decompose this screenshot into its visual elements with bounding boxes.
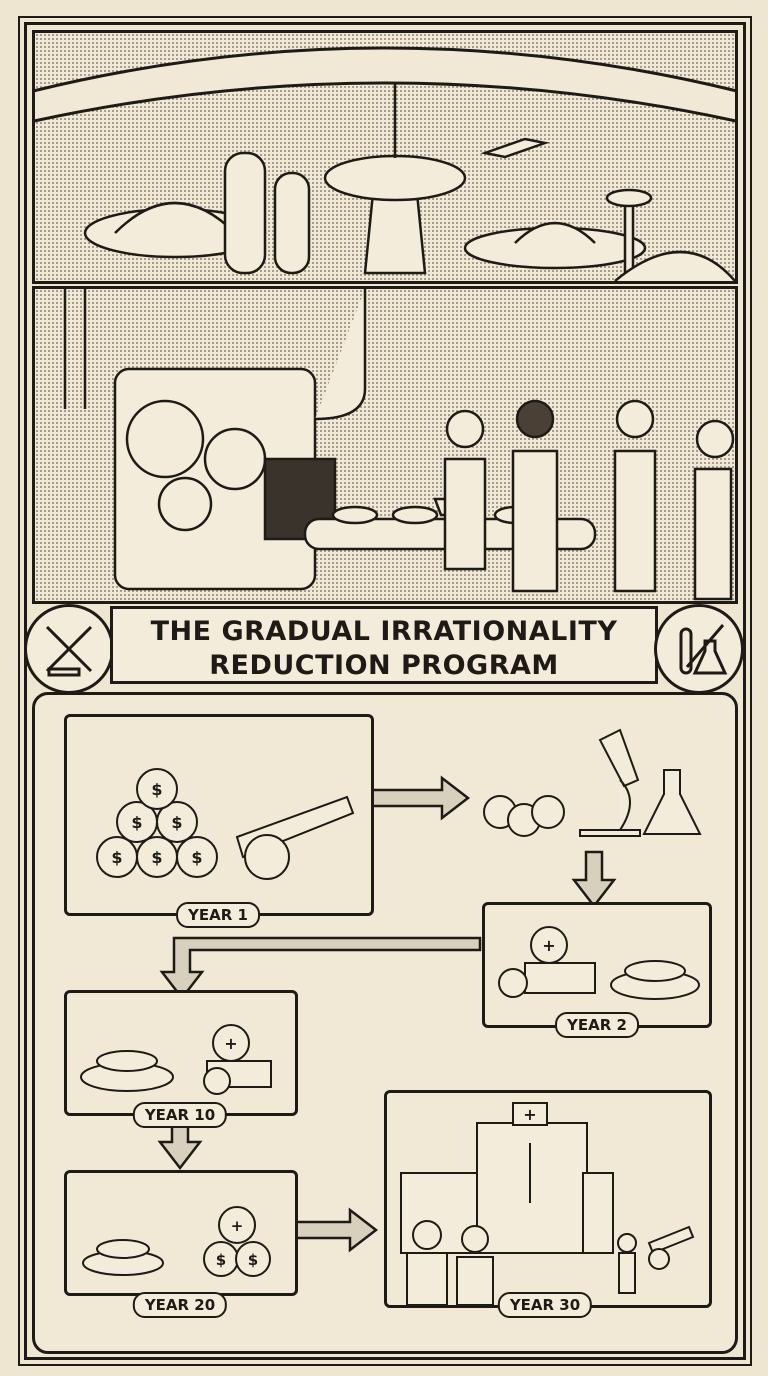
stage-year-1: $ $ $ $ $ $	[64, 714, 374, 916]
svg-text:+: +	[542, 936, 555, 955]
title-line-1: THE GRADUAL IRRATIONALITY	[150, 616, 618, 647]
svg-text:+: +	[231, 1217, 244, 1235]
svg-text:+: +	[523, 1105, 536, 1124]
stage-label-year-30: YEAR 30	[497, 1292, 593, 1318]
svg-text:+: +	[224, 1034, 237, 1053]
futuristic-city-panel	[32, 30, 738, 284]
medical-bags-and-coins-icon: +	[498, 926, 700, 1000]
machine-and-people-illustration	[63, 289, 735, 601]
svg-text:$: $	[111, 848, 122, 867]
microscope-medallion-icon	[24, 604, 114, 694]
stage-label-year-2: YEAR 2	[555, 1012, 639, 1038]
stage-label-year-10: YEAR 10	[132, 1102, 228, 1128]
svg-text:$: $	[131, 813, 142, 832]
title-line-2: REDUCTION PROGRAM	[209, 650, 559, 681]
stage-year-10: +	[64, 990, 298, 1116]
poster-frame	[24, 22, 746, 1360]
coins-and-medical-bags-icon: +	[80, 1024, 272, 1095]
svg-text:$: $	[151, 780, 162, 799]
stage-year-30: +	[384, 1090, 712, 1308]
city-skyline-illustration	[35, 46, 735, 281]
ribbon-banner	[35, 46, 735, 123]
stage-year-20: $$+	[64, 1170, 298, 1296]
coins-and-money-bags-icon: $$+	[82, 1206, 271, 1277]
svg-text:$: $	[216, 1251, 226, 1269]
hospital-and-staff-illustration: +	[400, 1102, 695, 1305]
svg-text:$: $	[248, 1251, 258, 1269]
page-title: THE GRADUAL IRRATIONALITY REDUCTION PROG…	[110, 606, 658, 684]
flask-medallion-icon	[654, 604, 744, 694]
svg-text:$: $	[171, 813, 182, 832]
svg-text:$: $	[191, 848, 202, 867]
food-machine-panel	[32, 286, 738, 604]
stage-label-year-1: YEAR 1	[176, 902, 260, 928]
svg-text:$: $	[151, 848, 162, 867]
stage-label-year-20: YEAR 20	[132, 1292, 228, 1318]
stage-year-2: +	[482, 902, 712, 1028]
money-bags-and-cannon-icon: $ $ $ $ $ $	[96, 768, 355, 880]
